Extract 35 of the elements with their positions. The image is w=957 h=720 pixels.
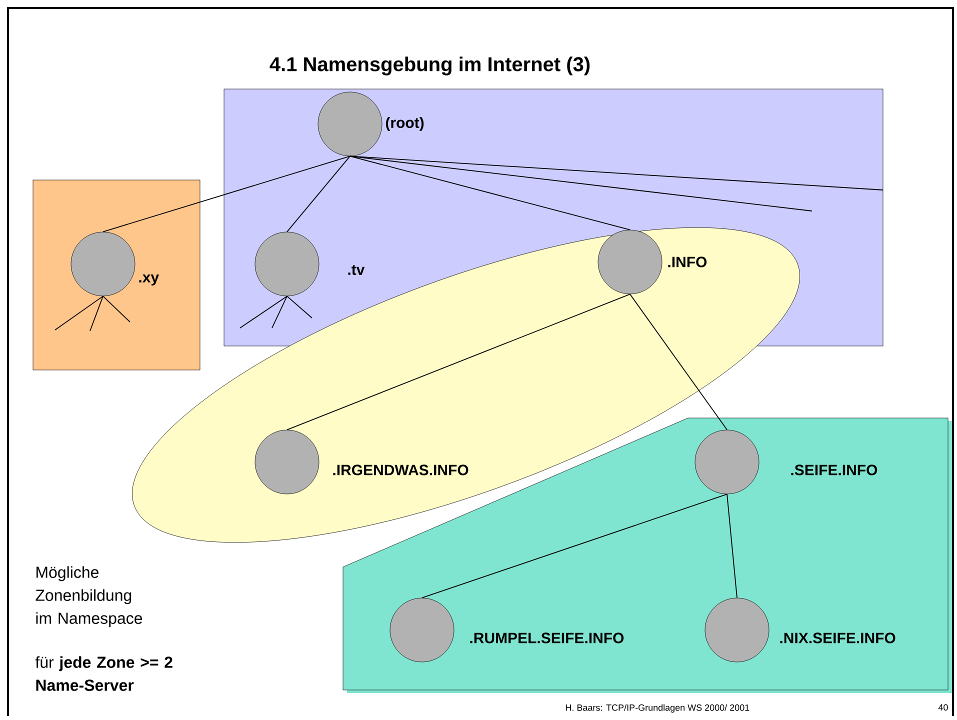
name-server-circle <box>694 430 760 494</box>
domain-label: .NIX.SEIFE.INFO <box>780 632 896 644</box>
branch-line <box>272 296 288 328</box>
tree-line <box>422 494 728 598</box>
domain-label: .tv <box>348 265 365 275</box>
domain-label: .xy <box>139 274 159 286</box>
domain-label: .RUMPEL.SEIFE.INFO <box>470 632 624 644</box>
note-text: Mögliche Zonenbildung im Namespace <box>36 566 142 628</box>
name-server-circle <box>390 598 454 662</box>
tree-line <box>286 156 350 232</box>
name-server-circle <box>598 230 662 294</box>
note-text: für jede Zone >= 2 Name-Server <box>35 656 172 691</box>
branch-line <box>90 296 104 332</box>
branch-line <box>350 156 812 212</box>
domain-label: .INFO <box>668 256 707 268</box>
name-server-circle <box>704 598 770 662</box>
name-server-circle <box>254 430 320 494</box>
title: 4.1 Namensgebung im Internet (3) <box>270 56 590 76</box>
footer-text: H. Baars: TCP/IP-Grundlagen WS 2000/ 2001 <box>566 704 750 713</box>
tree-line <box>286 294 630 430</box>
domain-label: .IRGENDWAS.INFO <box>333 464 468 476</box>
name-server-circle <box>318 92 382 156</box>
domain-label: .SEIFE.INFO <box>791 464 878 476</box>
name-server-circle <box>254 232 320 296</box>
branch-line <box>286 296 312 318</box>
footer-text: 40 <box>938 704 948 711</box>
branch-line <box>102 296 130 322</box>
domain-label: (root) <box>386 117 424 131</box>
tree-line <box>630 294 728 430</box>
branch-line <box>240 296 288 328</box>
tree-line <box>350 156 630 230</box>
tree-line <box>726 494 738 598</box>
branch-line <box>54 296 104 330</box>
tree-line <box>102 156 350 232</box>
name-server-circle <box>70 232 136 296</box>
